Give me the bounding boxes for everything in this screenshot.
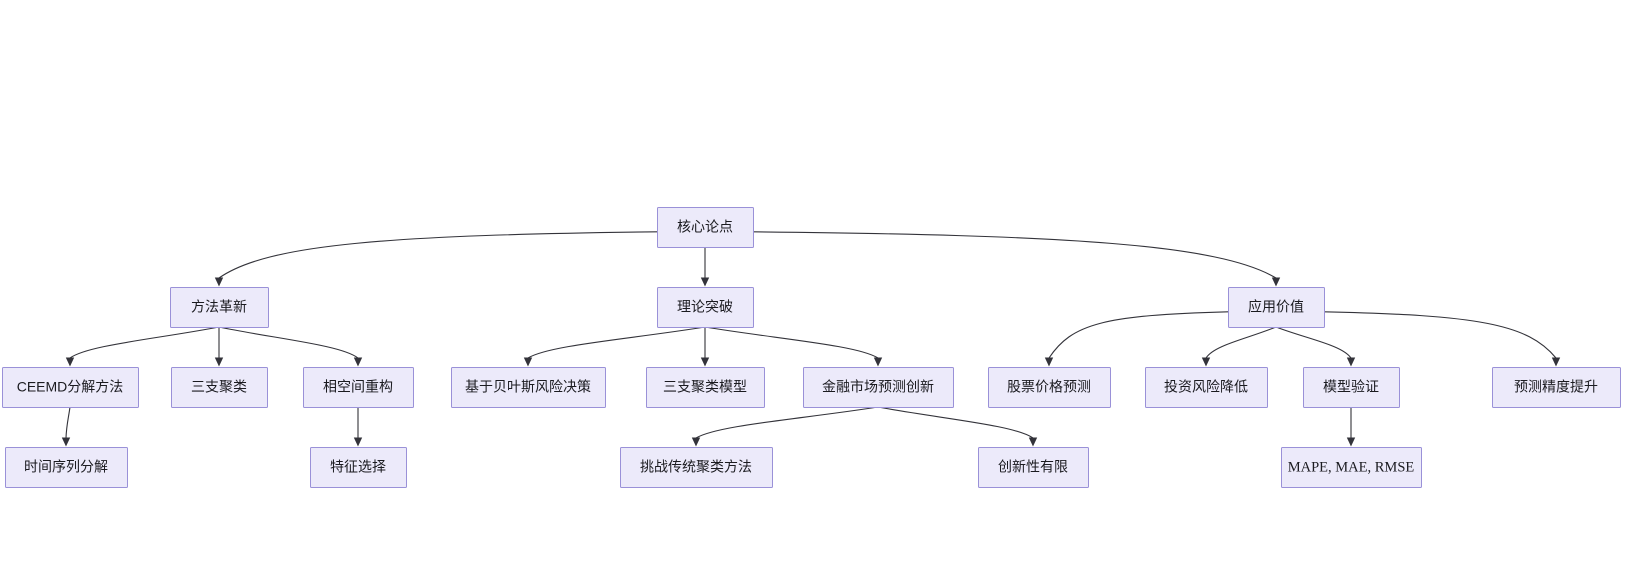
node-label: 应用价值 [1248, 299, 1304, 315]
node-c8[interactable]: 投资风险降低 [1145, 367, 1268, 408]
node-label: 金融市场预测创新 [822, 379, 934, 395]
node-label: 预测精度提升 [1514, 379, 1598, 395]
node-c4[interactable]: 基于贝叶斯风险决策 [451, 367, 606, 408]
node-label: 时间序列分解 [24, 459, 108, 475]
edge-b1-to-c3 [218, 326, 359, 359]
node-box[interactable] [170, 287, 269, 328]
node-box[interactable] [657, 287, 754, 328]
arrowhead-b1-to-c2 [214, 357, 224, 367]
node-label: 三支聚类 [191, 379, 247, 395]
arrowhead-root-to-b2 [700, 277, 710, 287]
node-d1[interactable]: 时间序列分解 [5, 447, 128, 488]
node-c9[interactable]: 模型验证 [1303, 367, 1400, 408]
arrowhead-b3-to-c8 [1201, 357, 1211, 367]
node-box[interactable] [1145, 367, 1268, 408]
node-label: 核心论点 [677, 219, 733, 235]
node-label: 特征选择 [330, 459, 386, 475]
node-label: 投资风险降低 [1164, 379, 1248, 395]
edge-root-to-b3 [752, 231, 1277, 279]
arrowhead-c1-to-d1 [61, 437, 71, 447]
node-box[interactable] [5, 447, 128, 488]
node-box[interactable] [2, 367, 139, 408]
node-box[interactable] [988, 367, 1111, 408]
node-c7[interactable]: 股票价格预测 [988, 367, 1111, 408]
edge-b3-to-c8 [1205, 326, 1277, 359]
node-b1[interactable]: 方法革新 [170, 287, 269, 328]
arrowhead-root-to-b1 [214, 277, 224, 287]
edge-b2-to-c6 [704, 326, 879, 359]
edge-b3-to-c7 [1048, 311, 1229, 359]
node-c5[interactable]: 三支聚类模型 [646, 367, 765, 408]
node-d2[interactable]: 特征选择 [310, 447, 407, 488]
node-box[interactable] [620, 447, 773, 488]
edge-b1-to-c1 [69, 326, 220, 359]
node-c2[interactable]: 三支聚类 [171, 367, 268, 408]
node-label: CEEMD分解方法 [17, 379, 124, 395]
edge-root-to-b1 [218, 231, 658, 279]
arrowhead-b3-to-c7 [1044, 357, 1054, 367]
node-c10[interactable]: 预测精度提升 [1492, 367, 1621, 408]
node-label: 创新性有限 [998, 459, 1068, 475]
node-d5[interactable]: MAPE, MAE, RMSE [1281, 447, 1422, 488]
node-box[interactable] [646, 367, 765, 408]
arrowhead-c6-to-d4 [1028, 437, 1038, 447]
node-box[interactable] [657, 207, 754, 248]
node-c1[interactable]: CEEMD分解方法 [2, 367, 139, 408]
arrowhead-b2-to-c5 [700, 357, 710, 367]
arrowhead-c3-to-d2 [353, 437, 363, 447]
node-root[interactable]: 核心论点 [657, 207, 754, 248]
node-box[interactable] [1281, 447, 1422, 488]
arrowhead-b3-to-c9 [1346, 357, 1356, 367]
arrowhead-b3-to-c10 [1551, 357, 1561, 367]
node-box[interactable] [803, 367, 954, 408]
arrowhead-b2-to-c6 [873, 357, 883, 367]
node-b3[interactable]: 应用价值 [1228, 287, 1325, 328]
arrowhead-c9-to-d5 [1346, 437, 1356, 447]
node-d4[interactable]: 创新性有限 [978, 447, 1089, 488]
node-label: 三支聚类模型 [663, 379, 747, 395]
node-box[interactable] [171, 367, 268, 408]
edge-c6-to-d3 [695, 406, 879, 439]
node-c3[interactable]: 相空间重构 [303, 367, 414, 408]
edge-b3-to-c10 [1323, 311, 1557, 359]
node-box[interactable] [1228, 287, 1325, 328]
edge-c1-to-d1 [65, 406, 71, 439]
node-box[interactable] [303, 367, 414, 408]
node-box[interactable] [310, 447, 407, 488]
arrowhead-c6-to-d3 [691, 437, 701, 447]
node-b2[interactable]: 理论突破 [657, 287, 754, 328]
node-label: 方法革新 [191, 299, 247, 315]
node-box[interactable] [1492, 367, 1621, 408]
node-label: 模型验证 [1323, 379, 1379, 395]
node-c6[interactable]: 金融市场预测创新 [803, 367, 954, 408]
edges-layer [61, 231, 1561, 447]
edge-b2-to-c4 [527, 326, 706, 359]
node-label: 挑战传统聚类方法 [640, 459, 752, 475]
arrowhead-root-to-b3 [1271, 277, 1281, 287]
node-label: 理论突破 [677, 299, 733, 315]
edge-c6-to-d4 [877, 406, 1034, 439]
node-box[interactable] [1303, 367, 1400, 408]
node-d3[interactable]: 挑战传统聚类方法 [620, 447, 773, 488]
edge-b3-to-c9 [1275, 326, 1352, 359]
node-label: 相空间重构 [323, 379, 393, 395]
arrowhead-b1-to-c3 [353, 357, 363, 367]
node-box[interactable] [978, 447, 1089, 488]
node-label: 基于贝叶斯风险决策 [465, 379, 591, 395]
arrowhead-b2-to-c4 [523, 357, 533, 367]
arrowhead-b1-to-c1 [65, 357, 75, 367]
node-label: MAPE, MAE, RMSE [1288, 459, 1415, 475]
node-box[interactable] [451, 367, 606, 408]
node-label: 股票价格预测 [1007, 379, 1091, 395]
